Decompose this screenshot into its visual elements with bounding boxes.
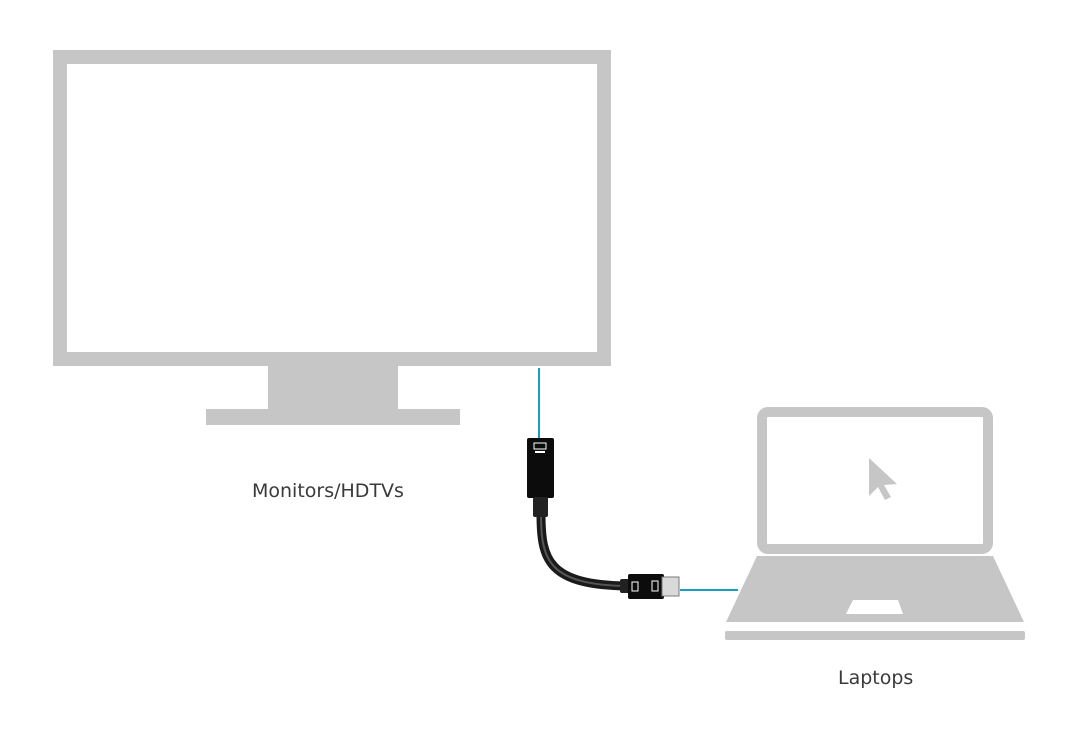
adapter-icon	[527, 438, 680, 599]
laptop-screen	[757, 407, 993, 554]
laptop-icon	[725, 407, 1025, 640]
plug-symbol-icon	[631, 581, 639, 592]
port-symbol-mark	[535, 451, 545, 453]
plug-metal-tip	[661, 576, 680, 597]
adapter-cable-highlight	[540, 513, 629, 587]
adapter-cable	[536, 509, 633, 591]
laptop-label: Laptops	[838, 667, 914, 689]
laptop-touchpad	[846, 600, 903, 614]
laptop-base-edge	[725, 631, 1025, 640]
monitor-neck	[268, 366, 398, 410]
adapter-strain-relief-top	[533, 497, 548, 517]
adapter-female-connector	[527, 438, 554, 498]
monitor-screen	[53, 50, 611, 366]
mouse-cursor-icon	[869, 458, 897, 500]
adapter-male-connector	[628, 574, 664, 599]
monitor-stand-base	[206, 409, 460, 425]
plug-symbol-mark	[651, 580, 659, 592]
port-symbol-icon	[533, 442, 547, 450]
monitor-icon	[53, 50, 611, 425]
laptop-keyboard-deck	[726, 556, 1024, 622]
monitor-label: Monitors/HDTVs	[252, 480, 404, 502]
adapter-strain-relief-side	[620, 579, 630, 593]
